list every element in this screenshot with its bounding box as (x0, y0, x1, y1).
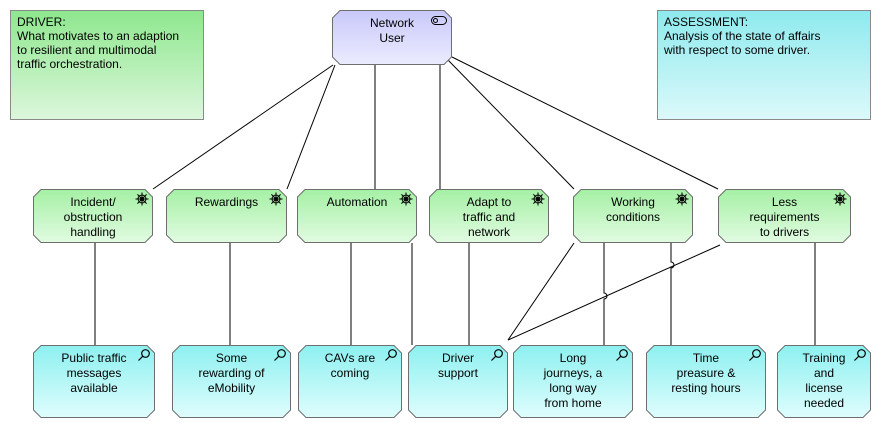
ship-wheel-icon (833, 192, 847, 206)
link-user-incident (152, 64, 334, 190)
stakeholder-network-user[interactable]: Network User (332, 10, 452, 65)
goal-incident-handling[interactable]: Incident/ obstruction handling (33, 189, 153, 243)
goal-less-requirements[interactable]: Less requirements to drivers (718, 189, 851, 243)
magnifier-icon (748, 348, 762, 362)
driver-note-text: DRIVER: What motivates to an adaption to… (17, 15, 180, 71)
ship-wheel-icon (531, 192, 545, 206)
goal-working-conditions[interactable]: Working conditions (573, 189, 693, 243)
link-user-working (447, 59, 575, 190)
goal-rewardings[interactable]: Rewardings (166, 189, 287, 243)
link-user-less-req (451, 56, 719, 190)
magnifier-icon (853, 348, 867, 362)
goal-adapt-traffic[interactable]: Adapt to traffic and network (429, 189, 549, 243)
magnifier-icon (273, 348, 287, 362)
link-working-time (670, 243, 675, 345)
assessment-note-text: ASSESSMENT: Analysis of the state of aff… (664, 15, 821, 57)
assessment-cavs-coming[interactable]: CAVs are coming (298, 345, 402, 418)
ship-wheel-icon (135, 192, 149, 206)
ship-wheel-icon (269, 192, 283, 206)
assessment-note: ASSESSMENT: Analysis of the state of aff… (657, 10, 871, 120)
driver-note: DRIVER: What motivates to an adaption to… (10, 10, 204, 120)
toggle-icon (431, 16, 447, 25)
link-less-req-driver (507, 244, 721, 341)
link-working-driver (507, 242, 575, 341)
assessment-training-license[interactable]: Training and license needed (777, 345, 871, 418)
assessment-long-journeys[interactable]: Long journeys, a long way from home (513, 345, 633, 418)
assessment-public-traffic[interactable]: Public traffic messages available (33, 345, 155, 418)
ship-wheel-icon (399, 192, 413, 206)
assessment-some-rewarding[interactable]: Some rewarding of eMobility (172, 345, 291, 418)
assessment-time-pressure[interactable]: Time preasure & resting hours (646, 345, 766, 418)
link-working-long (603, 243, 608, 345)
goal-label: Less requirements to drivers (749, 195, 820, 239)
magnifier-icon (384, 348, 398, 362)
assessment-driver-support[interactable]: Driver support (408, 345, 508, 418)
magnifier-icon (490, 348, 504, 362)
link-user-rewardings (286, 64, 336, 190)
magnifier-icon (615, 348, 629, 362)
ship-wheel-icon (675, 192, 689, 206)
magnifier-icon (137, 348, 151, 362)
goal-automation[interactable]: Automation (297, 189, 417, 243)
